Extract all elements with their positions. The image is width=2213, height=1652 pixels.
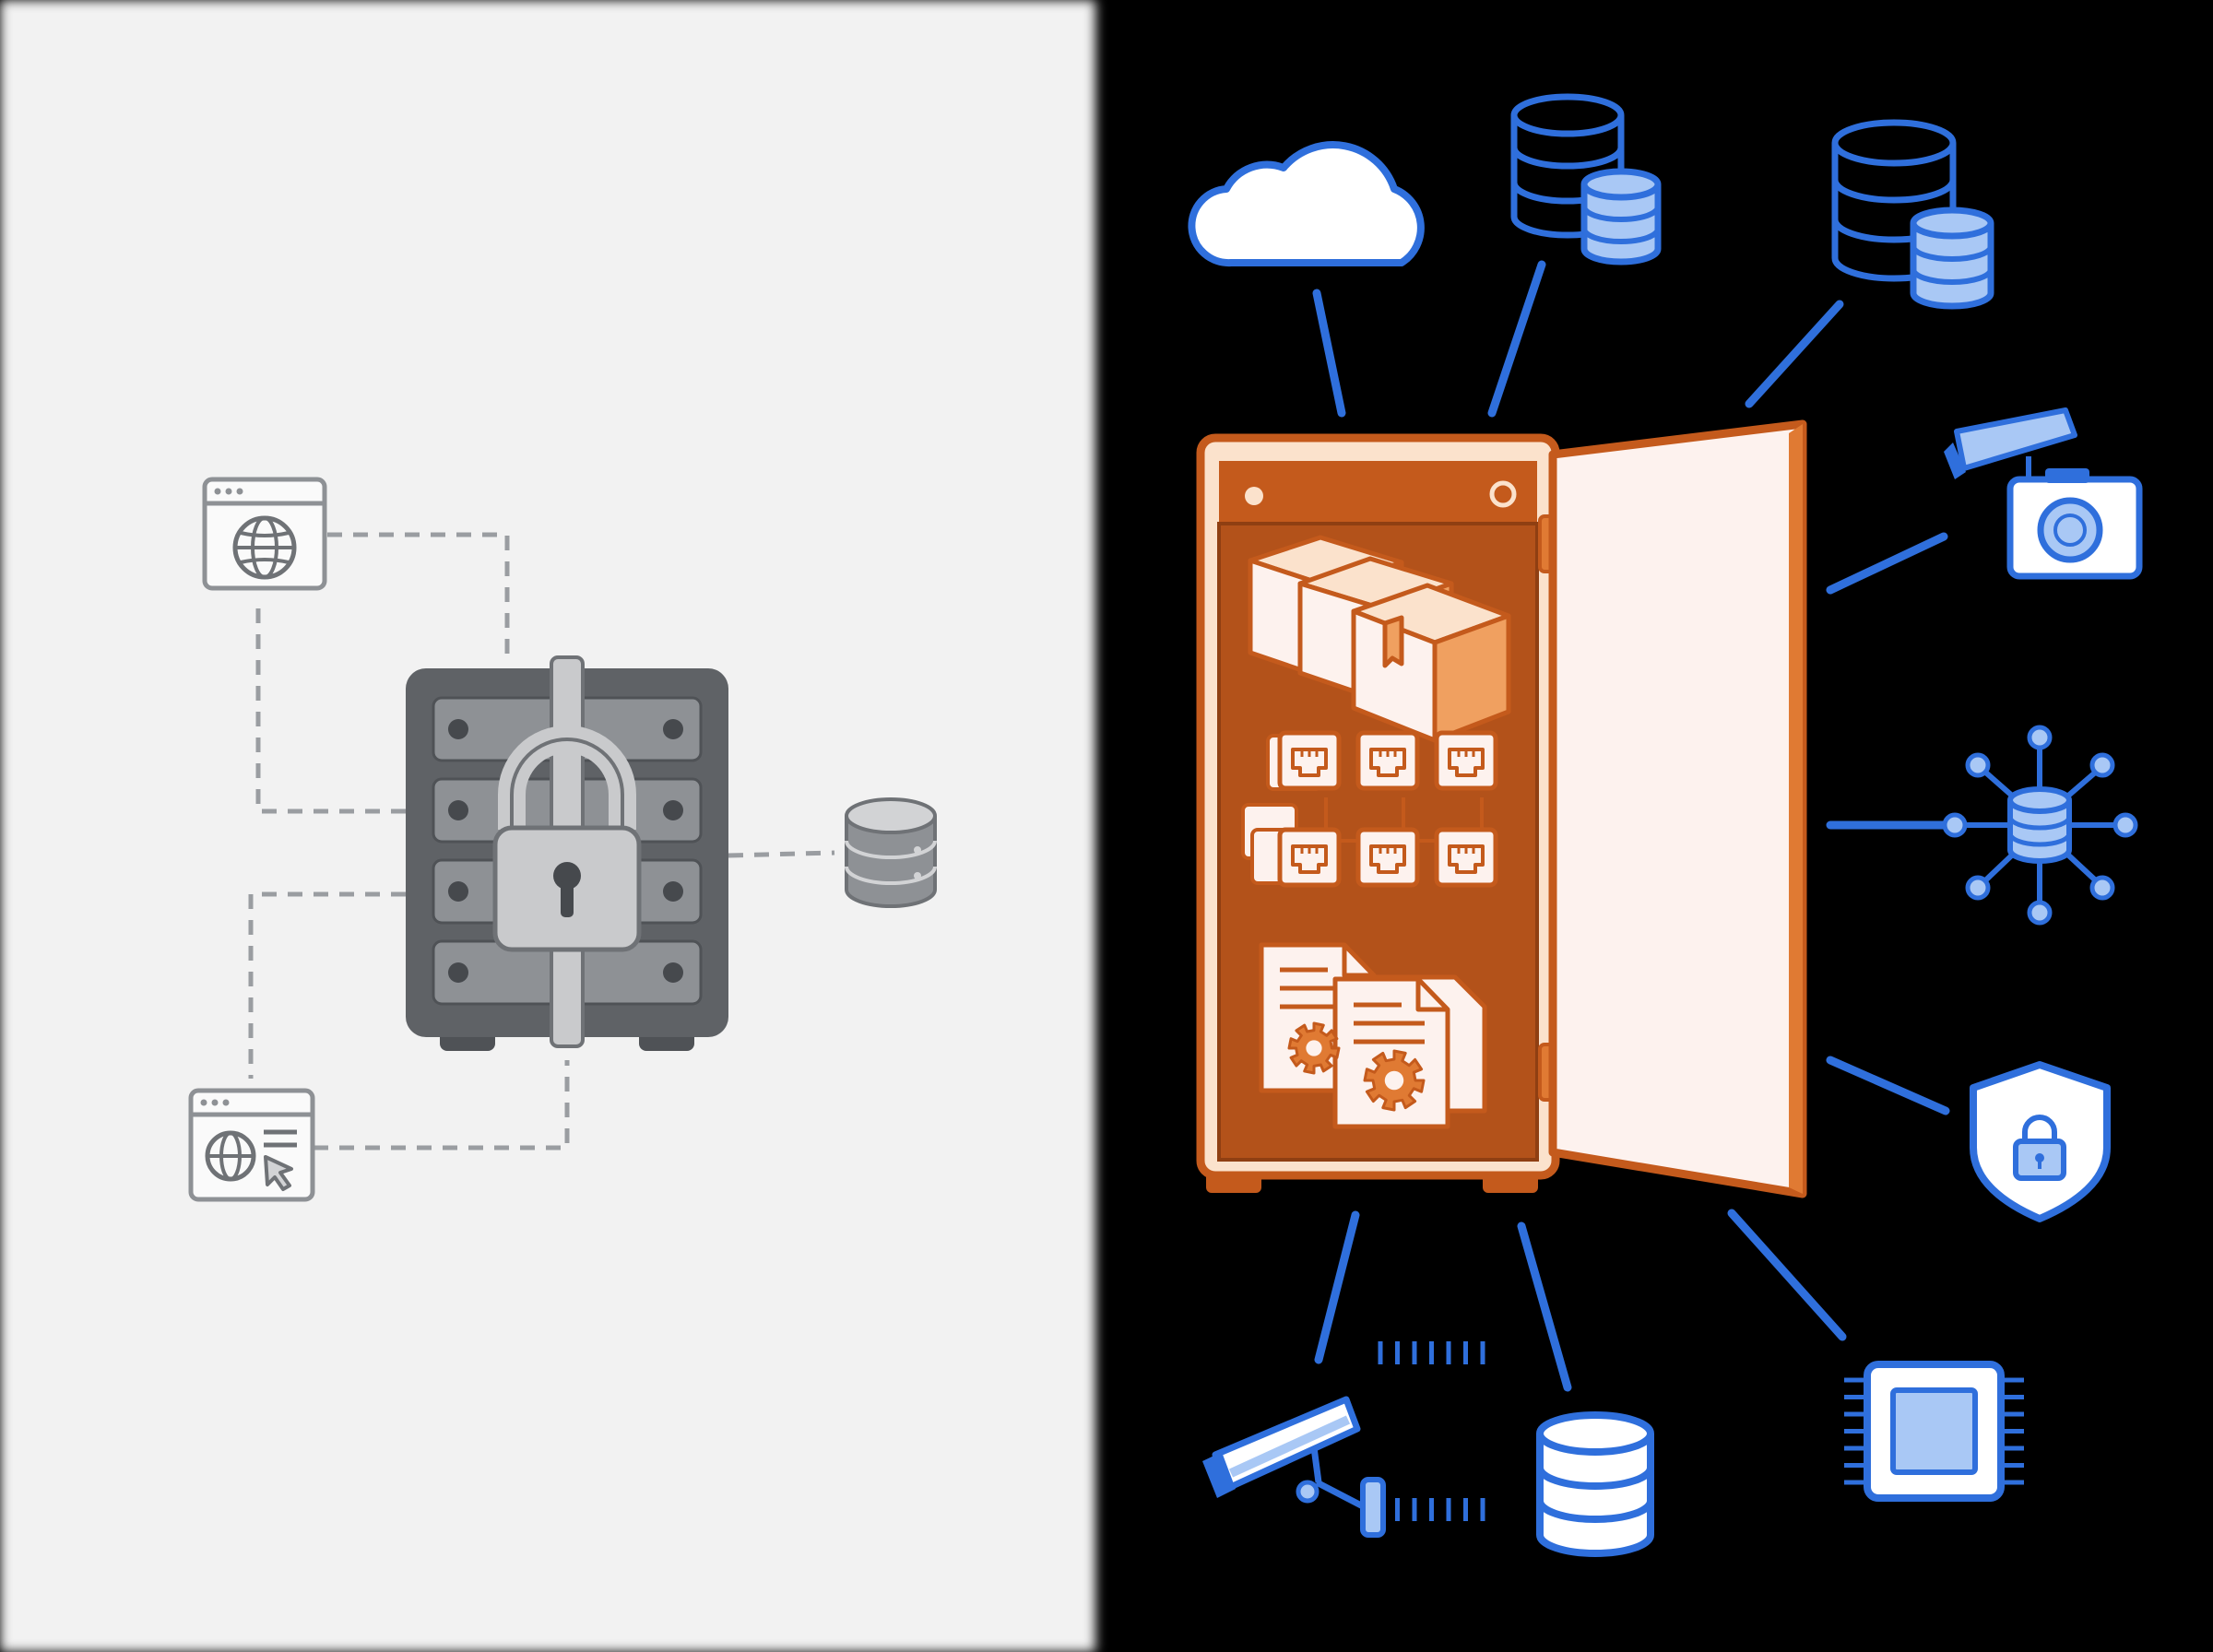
locked-server-rack-icon [406, 655, 728, 1051]
spoke-shield [1826, 1056, 1950, 1115]
ethernet-port-icon [1355, 730, 1420, 791]
right-panel [1188, 93, 2143, 1557]
spoke-chip [1727, 1209, 1847, 1341]
ethernet-port-icon [1434, 827, 1498, 888]
browser-cursor-icon [188, 1088, 315, 1202]
ethernet-port-icon [1277, 730, 1342, 791]
gear-icons [1287, 1021, 1426, 1112]
spoke-database-3 [1517, 1221, 1572, 1392]
connector-right [728, 850, 835, 858]
database-stack-icon [1510, 93, 1662, 266]
connector-top [327, 532, 510, 664]
browser-globe-icon [202, 477, 327, 591]
database-icon [845, 797, 937, 908]
connector-left-lower [248, 891, 406, 1079]
connector-lines [1312, 260, 1967, 1392]
port-grid [1277, 730, 1498, 888]
connector-bottom [314, 1060, 570, 1150]
ethernet-port-icon [1277, 827, 1342, 888]
padlock-icon [492, 726, 642, 952]
chip-icon [1378, 1341, 2024, 1521]
ethernet-port-icon [1434, 730, 1498, 791]
camera-icon [1944, 407, 2143, 580]
spoke-security-camera [1314, 1210, 1360, 1364]
spoke-database-2 [1745, 300, 1844, 408]
dashed-connectors [248, 532, 835, 1150]
database-icon [1536, 1411, 1654, 1557]
shield-lock-icon [1970, 1061, 2111, 1222]
spoke-cloud [1312, 289, 1346, 418]
config-documents-icon [1259, 942, 1487, 1129]
database-network-icon [1942, 725, 2138, 926]
gear-icon [1287, 1021, 1341, 1075]
network-ports-icon [1241, 730, 1498, 888]
spoke-database-1 [1487, 260, 1546, 418]
gear-icon [1363, 1049, 1426, 1112]
ethernet-port-icon [1355, 827, 1420, 888]
left-panel [188, 477, 937, 1202]
spoke-camera [1826, 532, 1948, 595]
cloud-icon [1188, 141, 1425, 267]
security-camera-icon [1202, 1396, 1386, 1538]
database-stack-icon [1831, 119, 1994, 310]
cabinet-door [1548, 419, 1807, 1198]
boxes-icon [1248, 535, 1511, 743]
